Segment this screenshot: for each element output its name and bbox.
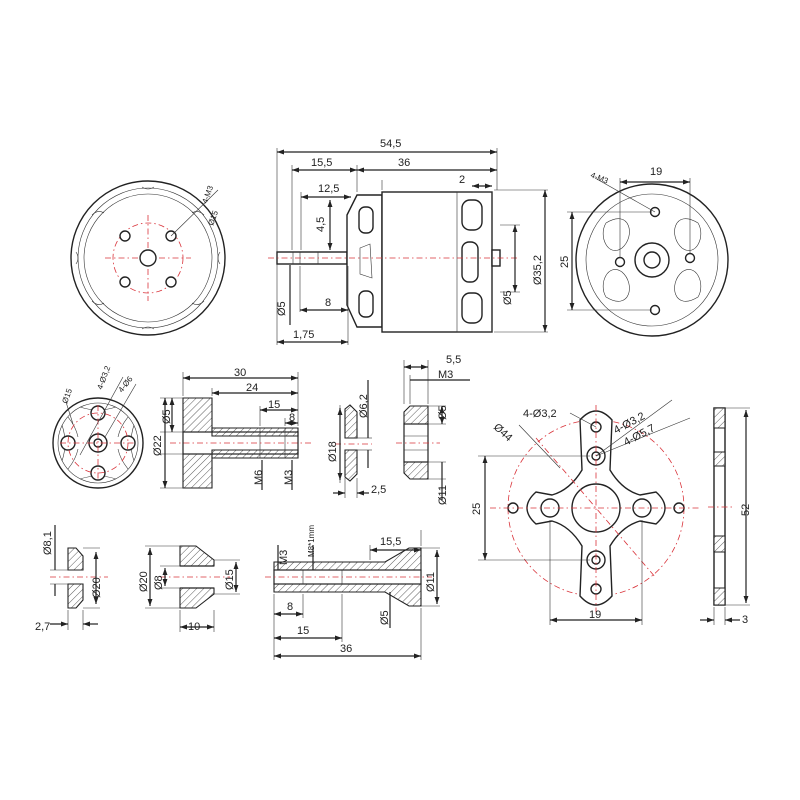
rear-spacing-v-label: 25: [559, 256, 571, 268]
adapter-bore-label: Ø15: [60, 387, 74, 405]
cone-inner-label: Ø8,1: [42, 531, 54, 555]
nut-section: 5,5 M3 Ø5 Ø11: [396, 354, 470, 505]
adapter-length-body-label: 24: [246, 382, 258, 394]
cone-thickness-label: 2,7: [35, 621, 50, 633]
adapter-length-thread-label: 15: [268, 399, 280, 411]
profile-thickness-label: 3: [742, 614, 748, 626]
profile-height-label: 52: [740, 504, 752, 516]
motor-rear-view: 19 25 4-M3: [559, 166, 729, 337]
xmount-circle-label: Ø44: [491, 421, 514, 444]
nut-outer-label: Ø11: [437, 485, 449, 505]
spinner-base-length-label: 10: [188, 621, 200, 633]
motor-front-view: 4-M3 Ø15: [70, 180, 226, 336]
spinner-bore-depth-label: 8: [287, 601, 293, 613]
clip-length-label: 8: [325, 297, 331, 309]
spinner-mid-length-label: 15: [297, 625, 309, 637]
rear-spacing-h-label: 19: [650, 166, 662, 178]
shaft-to-flange-label: 12,5: [318, 183, 339, 195]
prop-adapter-section: 30 24 15 8 Ø5 Ø22 M6 M3: [152, 367, 312, 490]
body-length-label: 36: [398, 157, 410, 169]
adapter-flange-d-label: Ø22: [152, 435, 164, 456]
cone-washer-section: Ø8,1 Ø20 2,7: [35, 525, 108, 633]
rear-holes-label: 4-M3: [589, 171, 610, 186]
spinner-pitch-label: M8*1mm: [307, 525, 316, 557]
spinner-thread-label: M3: [278, 550, 290, 565]
shaft-length-label: 15,5: [311, 157, 332, 169]
adapter-thread-inner-label: M3: [283, 470, 295, 485]
overall-length-label: 54,5: [380, 138, 401, 150]
spinner-total-length-label: 36: [340, 643, 352, 655]
adapter-length-total-label: 30: [234, 367, 246, 379]
spinner-base-neck-label: Ø15: [224, 569, 236, 590]
body-diameter-label: Ø35,2: [532, 255, 544, 285]
xmount-vertical-label: 25: [471, 503, 483, 515]
spinner-shaft-d-label: Ø5: [379, 610, 391, 625]
nut-width-label: 5,5: [446, 354, 461, 366]
spinner-base-inner-label: Ø8: [153, 575, 165, 590]
adapter-bore-depth-label: 8: [289, 412, 295, 424]
adapter-thread-outer-label: M6: [253, 470, 265, 485]
washer-section: Ø6,2 Ø18 2,5: [327, 380, 386, 498]
adapter-shaft-d-label: Ø5: [161, 409, 173, 424]
spinner-tip-d-label: Ø11: [425, 572, 437, 592]
xmount-horizontal-label: 19: [589, 609, 601, 621]
clip-offset-label: 1,75: [293, 329, 314, 341]
spinner-base-outer-label: Ø20: [138, 571, 150, 592]
adapter-holes-small-label: 4-Ø3,2: [95, 364, 112, 391]
spinner-nut-section: M3 M8*1mm 15,5 Ø11 8 15 36 Ø5: [265, 525, 440, 660]
cone-outer-label: Ø20: [91, 577, 103, 598]
washer-inner-label: Ø6,2: [358, 394, 370, 418]
flange-offset-label: 4,5: [315, 217, 327, 232]
prop-adapter-face: Ø15 4-Ø3,2 4-Ø6: [52, 364, 144, 489]
flange-step-label: 2: [459, 174, 465, 186]
mount-side-profile: 52 3: [700, 407, 752, 626]
xmount-holes-small-label: 4-Ø3,2: [523, 408, 557, 420]
x-mount-plate: 4-Ø3,2 4-Ø3,2 4-Ø5,7 Ø44 25 19: [471, 399, 700, 625]
rear-shaft-label: Ø5: [502, 290, 514, 305]
nut-thread-label: M3: [438, 369, 453, 381]
shaft-diameter-label: Ø5: [276, 301, 288, 316]
front-holes-label: 4-M3: [200, 184, 215, 205]
spinner-tip-length-label: 15,5: [380, 536, 401, 548]
spinner-base-section: Ø20 Ø8 Ø15 10: [138, 545, 240, 633]
nut-bore-label: Ø5: [437, 405, 449, 420]
washer-outer-label: Ø18: [327, 441, 339, 462]
motor-side-view: 54,5 15,5 36 12,5 2 4,5 Ø5 8 1,75 Ø5 Ø35…: [268, 138, 548, 345]
washer-thickness-label: 2,5: [371, 484, 386, 496]
